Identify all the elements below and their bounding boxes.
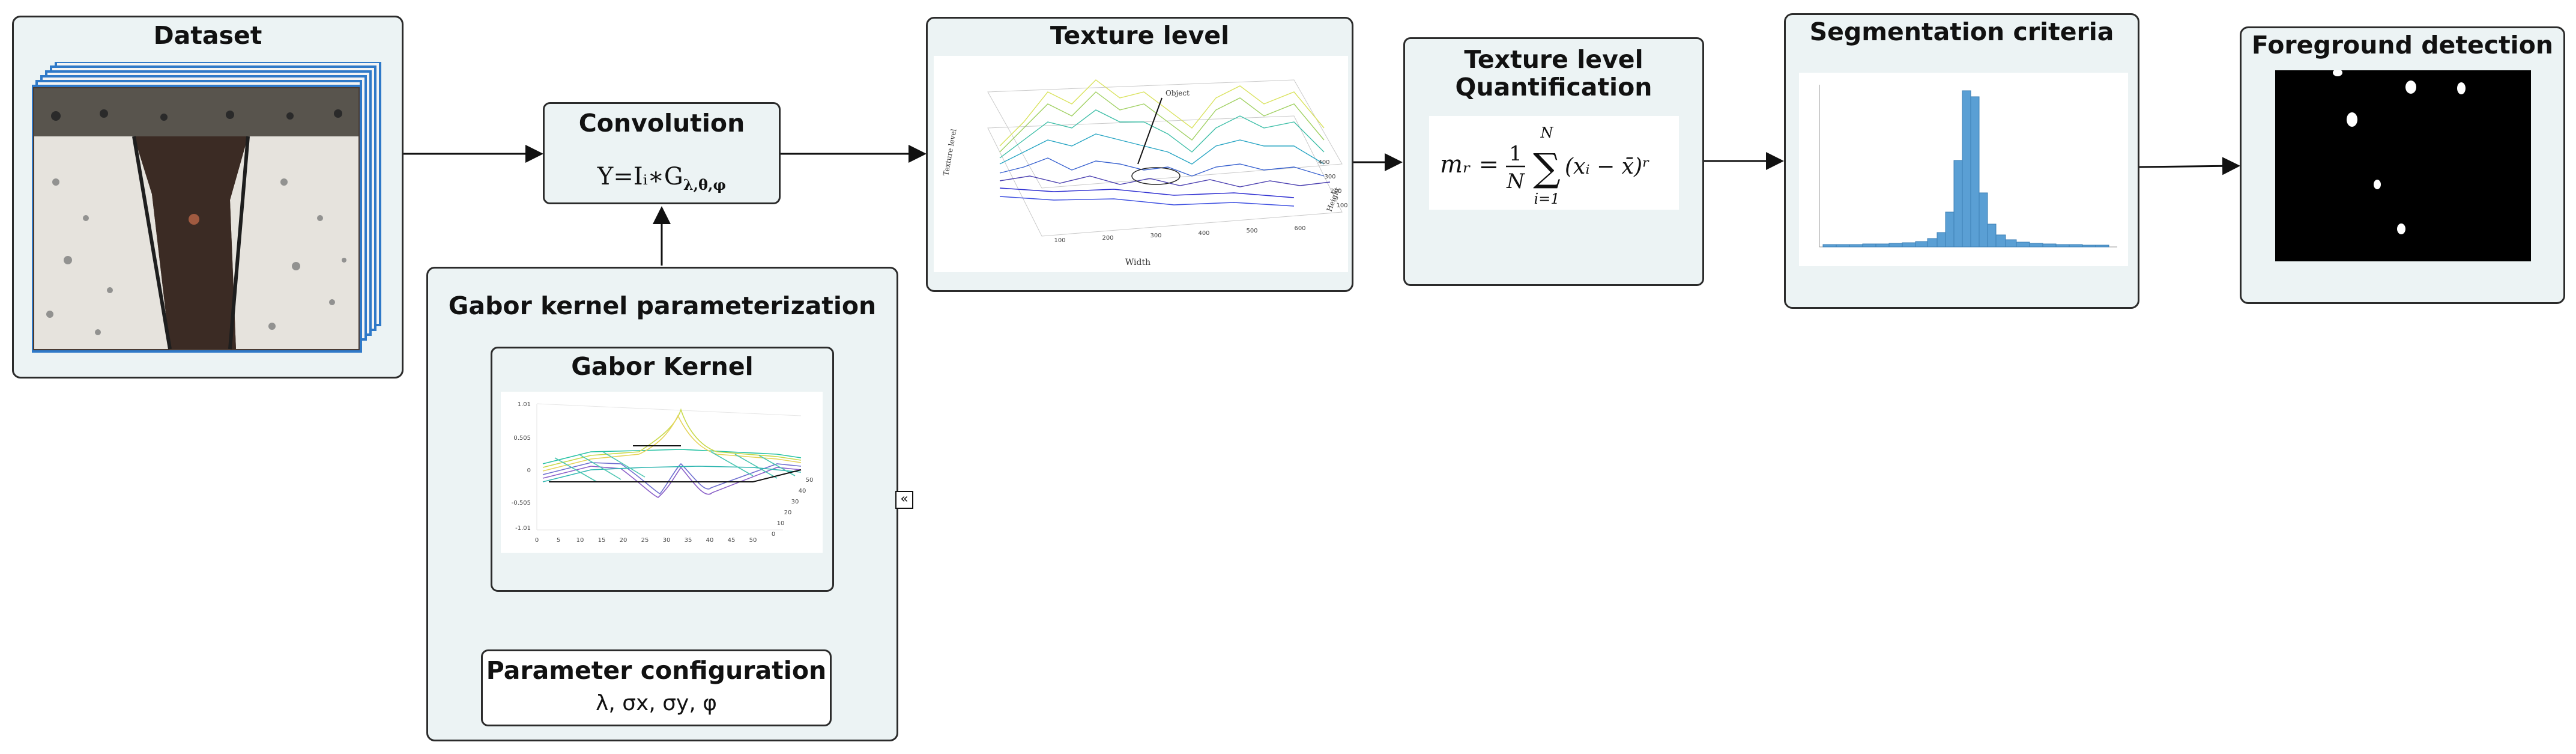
gabor-xtick-7: 35 [685, 537, 692, 544]
texture-level-panel: Texture level Object Texture level Width… [926, 17, 1353, 292]
quantification-formula: mᵣ = 1 N N ∑ i=1 (xᵢ − x̄)ʳ [1440, 124, 1650, 207]
gabor-xtick-9: 45 [728, 537, 736, 544]
formula-den: N [1506, 169, 1525, 193]
segmentation-panel: Segmentation criteria [1784, 13, 2139, 309]
histogram-plot [1799, 73, 2128, 266]
convolution-formula-subscript: λ,θ,φ [683, 176, 727, 193]
gabor-ytick-1: 0.505 [513, 435, 531, 442]
gabor-xtick-2: 10 [576, 537, 584, 544]
gabor-kernel-panel: Gabor Kernel 1.01 0.505 0 [491, 347, 834, 592]
quantification-title-line1: Texture level [1464, 45, 1643, 74]
segmentation-title: Segmentation criteria [1809, 17, 2114, 46]
dataset-frame-front [32, 85, 362, 353]
texture-xtick-0: 100 [1054, 237, 1065, 244]
texture-annotation: Object [1166, 89, 1190, 97]
gabor-ytick-4: -1.01 [515, 525, 531, 532]
gabor-xtick-10: 50 [749, 537, 757, 544]
gabor-param-panel: Gabor kernel parameterization Gabor Kern… [426, 267, 913, 741]
texture-xtick-4: 500 [1246, 228, 1257, 234]
texture-xtick-2: 300 [1150, 233, 1161, 239]
collapse-icon[interactable]: « [895, 491, 913, 509]
quantification-panel: Texture level Quantification mᵣ = 1 N N … [1403, 37, 1704, 286]
param-config-title: Parameter configuration [486, 656, 827, 685]
gabor-ztick-4: 10 [777, 520, 785, 527]
gabor-ytick-2: 0 [527, 467, 531, 474]
foreground-panel: Foreground detection [2240, 26, 2565, 304]
foreground-mask [2275, 70, 2531, 261]
param-config-values: λ, σx, σy, φ [596, 691, 717, 716]
gabor-xtick-8: 40 [706, 537, 714, 544]
texture-surface [999, 79, 1331, 207]
texture-xtick-1: 200 [1102, 235, 1113, 242]
gabor-xtick-6: 30 [663, 537, 671, 544]
gabor-ztick-1: 40 [799, 488, 806, 494]
convolution-panel: Convolution Y=Iᵢ∗Gλ,θ,φ [543, 102, 781, 204]
gabor-xtick-0: 0 [535, 537, 539, 544]
gabor-ztick-0: 50 [806, 477, 814, 484]
gabor-xtick-4: 20 [620, 537, 627, 544]
gabor-xtick-3: 15 [598, 537, 606, 544]
gabor-ytick-3: -0.505 [512, 500, 531, 506]
gabor-kernel-title: Gabor Kernel [571, 352, 754, 381]
gabor-ztick-3: 20 [784, 509, 792, 516]
gabor-param-title: Gabor kernel parameterization [448, 291, 877, 320]
formula-sum-upper: N [1540, 124, 1554, 141]
dataset-title: Dataset [153, 21, 262, 50]
texture-xtick-5: 600 [1294, 225, 1305, 232]
texture-ytick-0: 400 [1318, 159, 1329, 166]
arrow-segmentation-to-foreground [2139, 157, 2240, 175]
texture-level-plot: Object Texture level Width Height 100 20… [934, 56, 1348, 272]
gabor-kernel-plot: 1.01 0.505 0 -0.505 -1.01 0 5 10 15 20 2… [501, 392, 823, 553]
gabor-ztick-2: 30 [791, 499, 799, 505]
sigma-icon: ∑ [1533, 146, 1561, 190]
texture-xtick-3: 400 [1198, 230, 1209, 237]
quantification-title-line2: Quantification [1455, 73, 1652, 102]
formula-body: (xᵢ − x̄)ʳ [1565, 154, 1650, 179]
texture-ytick-2: 200 [1330, 188, 1341, 195]
histogram-bars [1822, 90, 2109, 248]
gabor-xtick-5: 25 [641, 537, 649, 544]
gabor-ytick-0: 1.01 [518, 401, 531, 408]
param-config-panel: Parameter configuration λ, σx, σy, φ [481, 649, 832, 726]
convolution-formula: Y=Iᵢ∗Gλ,θ,φ [545, 163, 779, 193]
convolution-title: Convolution [578, 109, 745, 138]
formula-lhs: mᵣ = [1440, 151, 1499, 178]
gabor-xtick-1: 5 [557, 537, 560, 544]
formula-sum-lower: i=1 [1534, 190, 1559, 207]
foreground-blobs [2333, 70, 2466, 234]
foreground-title: Foreground detection [2251, 31, 2554, 59]
texture-x-label: Width [1125, 258, 1150, 267]
texture-ytick-1: 300 [1324, 174, 1335, 180]
dataset-image-stack [32, 62, 381, 353]
convolution-formula-main: Y=Iᵢ∗G [597, 163, 683, 190]
dataset-panel: Dataset [12, 16, 404, 379]
formula-num: 1 [1509, 142, 1522, 166]
texture-ytick-3: 100 [1336, 202, 1347, 209]
quantification-formula-box: mᵣ = 1 N N ∑ i=1 (xᵢ − x̄)ʳ [1429, 116, 1679, 210]
texture-level-title: Texture level [1050, 21, 1230, 50]
gabor-ztick-5: 0 [772, 531, 775, 538]
